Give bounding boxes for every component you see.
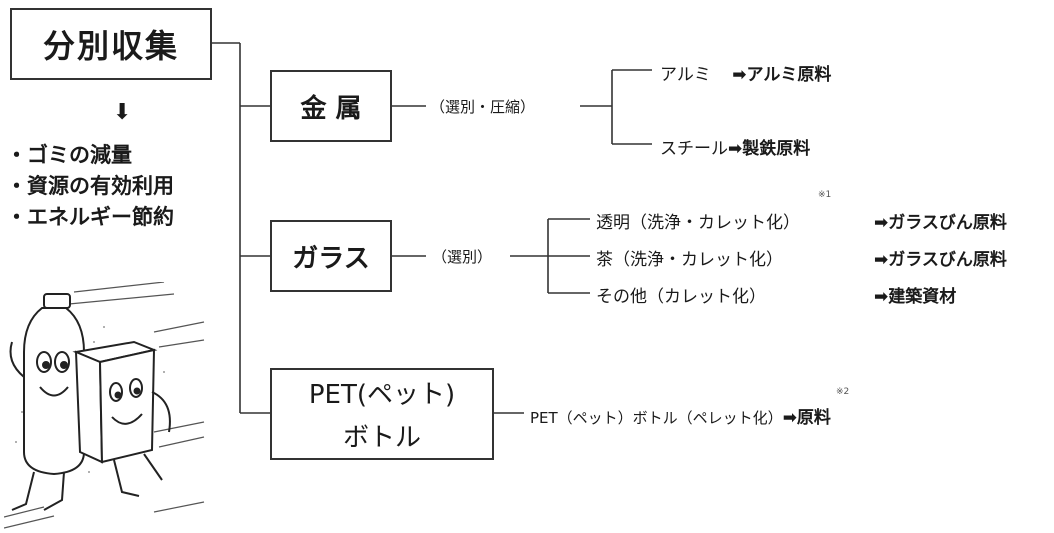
benefit-item: ・エネルギー節約: [6, 205, 174, 229]
benefits-list: ・ゴミの減量 ・資源の有効利用 ・エネルギー節約: [6, 140, 174, 233]
glass-label: ガラス: [292, 243, 370, 274]
pet-label-line1: PET(ペット): [308, 380, 456, 410]
glass-product-brown: ➡ガラスびん原料: [874, 250, 1007, 270]
metal-process: （選別・圧縮）: [430, 98, 536, 116]
output-item: スチール: [660, 139, 728, 159]
output-product: ➡アルミ原料: [732, 65, 832, 85]
pet-output: PET（ペット）ボトル（ペレット化）➡原料: [530, 403, 831, 428]
footnote-marker: ※1: [818, 190, 832, 200]
mascot-illustration: [4, 282, 205, 529]
footnote-marker: ※2: [836, 387, 850, 397]
glass-output-brown: 茶（洗浄・カレット化）: [596, 250, 783, 270]
metal-box: 金 属: [270, 70, 392, 142]
output-product: ➡原料: [782, 408, 831, 428]
metal-output-steel: スチール➡製鉄原料: [660, 134, 810, 159]
title-text: 分別収集: [42, 27, 179, 65]
glass-output-clear: 透明（洗浄・カレット化）: [596, 213, 800, 233]
glass-box: ガラス: [270, 220, 392, 292]
glass-process: （選別）: [432, 248, 493, 266]
title-box: 分別収集: [10, 8, 212, 80]
output-product: ➡製鉄原料: [728, 139, 811, 159]
pet-label-line2: ボトル: [342, 423, 421, 453]
pet-bottle-mascot-icon: [9, 293, 85, 511]
metal-label: 金 属: [300, 93, 362, 124]
output-item: PET（ペット）ボトル（ペレット化）: [530, 409, 783, 427]
benefit-item: ・資源の有効利用: [6, 174, 174, 198]
down-arrow-icon: ⬇: [113, 100, 132, 125]
glass-output-other: その他（カレット化）: [596, 287, 766, 307]
pet-box: PET(ペット) ボトル: [270, 368, 494, 460]
glass-product-clear: ➡ガラスびん原料: [874, 213, 1007, 233]
carton-mascot-icon: [72, 340, 171, 497]
glass-product-other: ➡建築資材: [874, 287, 957, 307]
metal-output-aluminum: アルミ ➡アルミ原料: [660, 60, 831, 85]
benefit-item: ・ゴミの減量: [6, 143, 132, 167]
output-item: アルミ: [660, 65, 711, 85]
